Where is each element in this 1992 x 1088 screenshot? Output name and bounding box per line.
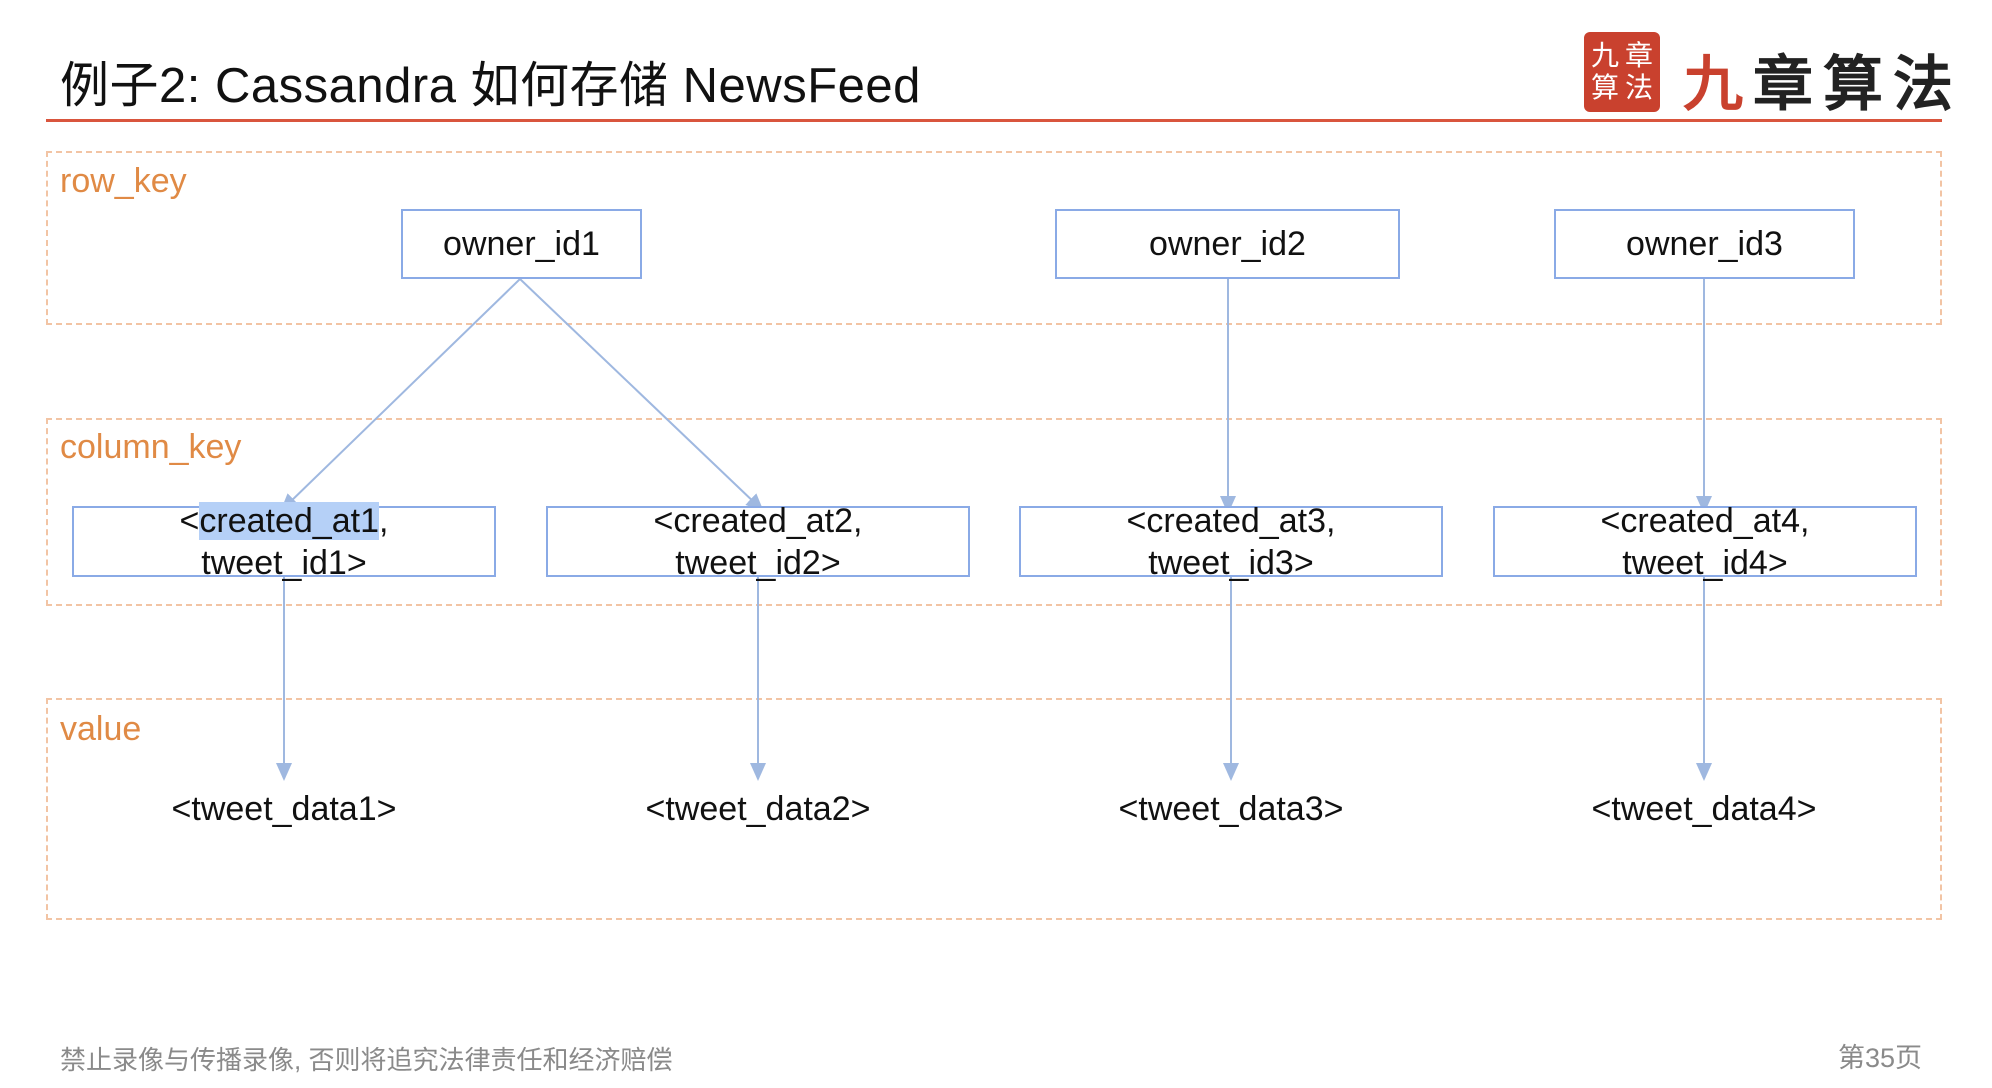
column-key-box: <created_at3, tweet_id3>: [1019, 502, 1443, 582]
logo-seal-char: 法: [1624, 71, 1653, 104]
row-key-box: owner_id2: [1055, 209, 1400, 279]
title-divider: [46, 119, 1942, 122]
column-key-box: <created_at4, tweet_id4>: [1493, 502, 1917, 582]
column-key-label: column_key: [60, 428, 242, 466]
logo-wordmark: 九章算法: [1683, 36, 1963, 123]
logo-seal-char: 章: [1624, 39, 1653, 72]
logo-wordmark-rest: 章算法: [1753, 50, 1963, 120]
text-selection: created_at1: [199, 501, 379, 540]
value-section: [46, 698, 1942, 920]
row-key-section: [46, 151, 1942, 325]
value-label: value: [60, 710, 142, 748]
column-key-box: <created_at2, tweet_id2>: [546, 502, 970, 582]
page-number: 第35页: [1838, 1043, 1923, 1073]
logo-seal: 九 章 算 法: [1584, 32, 1660, 112]
row-key-box: owner_id3: [1554, 209, 1855, 279]
column-key-box: <created_at1, tweet_id1>: [72, 501, 496, 582]
logo-seal-char: 算: [1590, 71, 1619, 104]
value-text: <tweet_data4>: [1591, 790, 1817, 828]
row-key-label: row_key: [60, 162, 187, 200]
row-key-box: owner_id1: [401, 209, 642, 279]
value-text: <tweet_data1>: [171, 790, 397, 828]
value-text: <tweet_data2>: [645, 790, 871, 828]
logo-wordmark-first: 九: [1683, 50, 1753, 120]
jiuzhang-logo: 九 章 算 法 九章算法: [1578, 28, 1978, 128]
value-text: <tweet_data3>: [1118, 790, 1344, 828]
copyright-notice: 禁止录像与传播录像, 否则将追究法律责任和经济赔偿: [60, 1045, 673, 1075]
logo-seal-char: 九: [1590, 39, 1619, 72]
column-key-section: [46, 418, 1942, 606]
slide-title: 例子2: Cassandra 如何存储 NewsFeed: [60, 59, 921, 113]
